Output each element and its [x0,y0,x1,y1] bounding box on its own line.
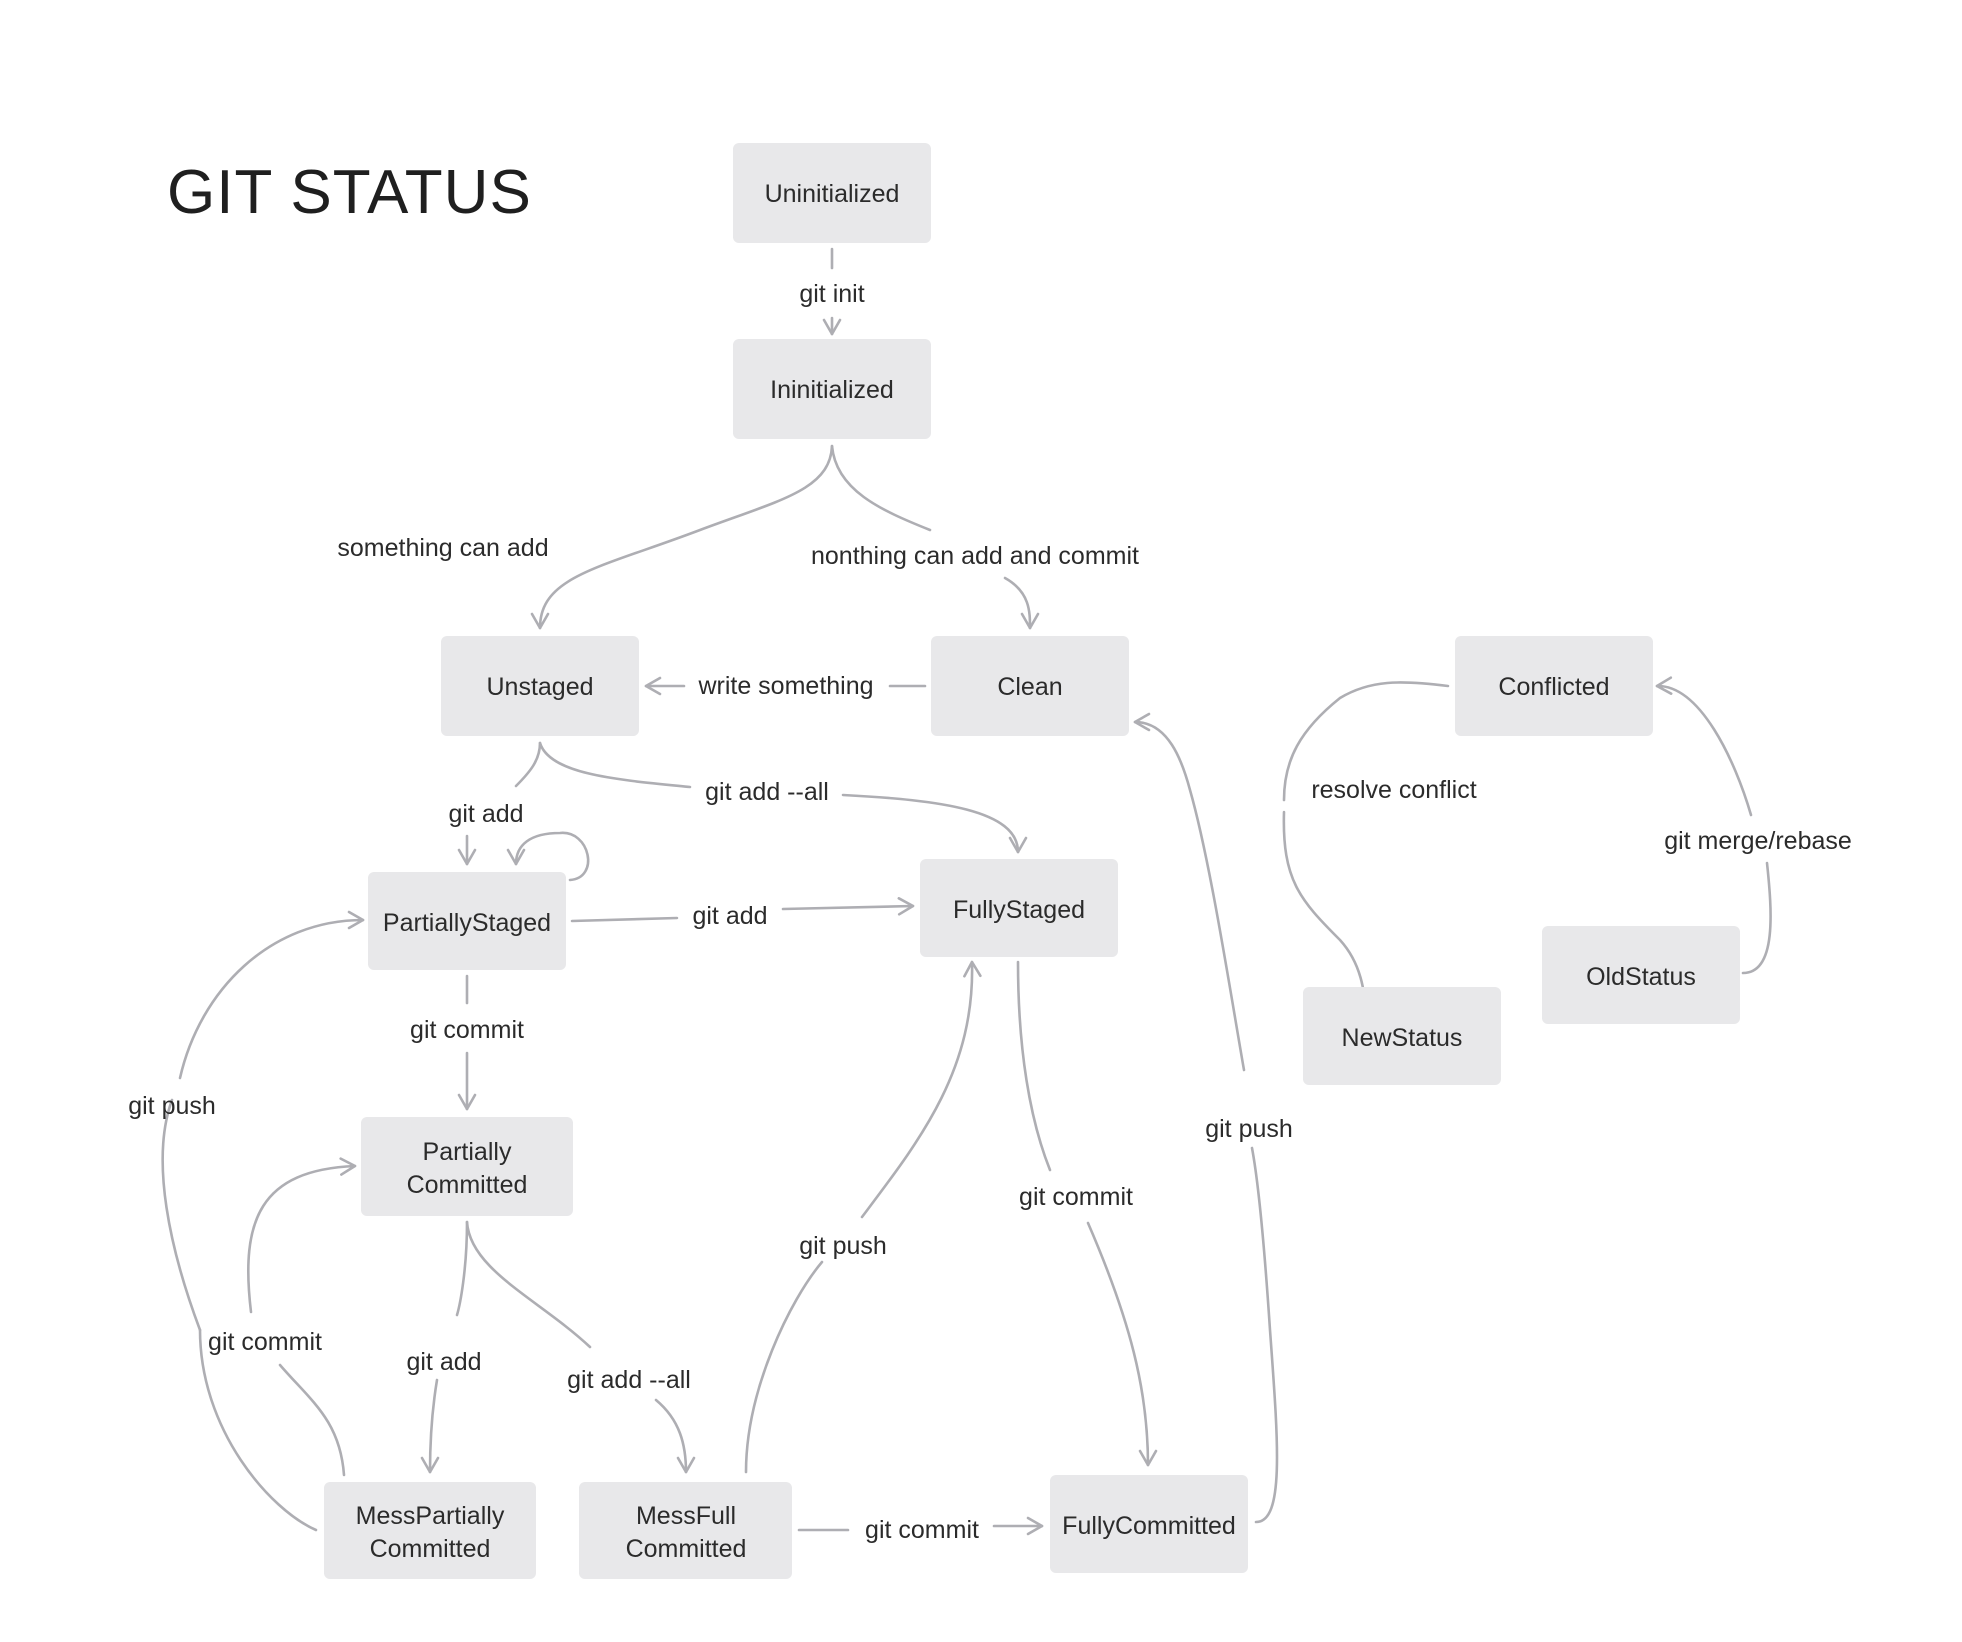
edges [161,247,1772,1536]
node-uninitialized-label: Uninitialized [765,180,900,208]
label-resolve-conflict: resolve conflict [1311,776,1476,804]
edge-git-add-all-pc [654,1398,696,1474]
label-something-can-add: something can add [337,534,548,562]
edge-git-add-all [841,793,1028,854]
label-write-something: write something [697,672,873,700]
node-unstaged-label: Unstaged [486,673,593,701]
node-clean: Clean [931,636,1129,736]
node-mess-full-committed-label-1: MessFull [636,1502,736,1530]
node-partially-committed-label-2: Committed [407,1171,528,1199]
edge-git-push-mid-bottom [744,1260,824,1474]
label-git-push-left: git push [128,1092,216,1120]
node-mess-full-committed: MessFull Committed [579,1482,792,1579]
edge-git-push-left-mid [161,1098,202,1332]
node-partially-staged-label: PartiallyStaged [383,909,551,937]
node-mess-full-committed-label-2: Committed [626,1535,747,1563]
edge-something-can-add [530,444,834,630]
edge-git-push-mid [860,960,982,1219]
edge-git-add-partial-left [570,916,679,923]
label-git-commit-partial: git commit [410,1016,524,1044]
node-clean-label: Clean [997,673,1062,701]
node-new-status-label: NewStatus [1342,1024,1463,1052]
edge-git-merge-rebase-bottom [1741,861,1772,975]
node-partially-committed: Partially Committed [361,1117,573,1216]
edge-git-commit-loop-top [247,1157,357,1314]
edge-git-commit-loop [278,1363,346,1477]
edge-git-add-partial [781,897,915,916]
node-mess-partially-committed-label-1: MessPartially [356,1502,505,1530]
node-old-status: OldStatus [1542,926,1740,1024]
label-git-merge-rebase: git merge/rebase [1664,827,1852,855]
node-mess-partially-committed: MessPartially Committed [324,1482,536,1579]
edge-git-commit-full-top [1016,960,1052,1172]
edge-git-merge-rebase [1655,676,1753,817]
node-conflicted-label: Conflicted [1498,673,1609,701]
label-git-add-unstaged: git add [448,800,523,828]
label-git-commit-bottom: git commit [865,1516,979,1544]
edge-labels: git init something can add nonthing can … [128,280,1852,1544]
node-uninitialized: Uninitialized [733,143,931,243]
edge-git-push-right [1133,712,1246,1072]
edge-git-push-right-bottom [1250,1146,1279,1524]
edge-git-add-all-pc-top [465,1220,592,1349]
node-new-status: NewStatus [1303,987,1501,1085]
edge-partially-staged-loop [506,831,590,882]
label-git-add-pc: git add [406,1348,481,1376]
node-conflicted: Conflicted [1455,636,1653,736]
node-fully-staged-label: FullyStaged [953,896,1085,924]
node-ininitialized: Ininitialized [733,339,931,439]
edge-git-commit-full [1086,1221,1158,1467]
label-git-add-all-unstaged: git add --all [705,778,829,806]
label-git-push-mid: git push [799,1232,887,1260]
label-git-add-all-pc: git add --all [567,1366,691,1394]
label-git-commit-full: git commit [1019,1183,1133,1211]
node-fully-committed: FullyCommitted [1050,1475,1248,1573]
node-partially-committed-label-1: Partially [423,1138,512,1166]
node-fully-staged: FullyStaged [920,859,1118,957]
edge-nothing-can-add [1003,576,1040,630]
edge-nothing-can-add-top [830,444,932,532]
label-git-push-right: git push [1205,1115,1293,1143]
label-git-add-partial: git add [692,902,767,930]
node-partially-staged: PartiallyStaged [368,872,566,970]
node-old-status-label: OldStatus [1586,963,1696,991]
edge-git-push-left [178,910,365,1080]
edge-resolve-conflict-top [1282,681,1450,802]
node-mess-partially-committed-label-2: Committed [370,1535,491,1563]
edge-git-add-unstaged-top [514,741,542,788]
edge-git-add-pc-top [455,1220,469,1317]
label-git-commit-loop: git commit [208,1328,322,1356]
label-git-init: git init [799,280,864,308]
label-nothing-can-add: nonthing can add and commit [811,542,1139,570]
edge-git-add-pc [420,1378,440,1474]
edge-git-push-left-bottom [198,1328,318,1532]
diagram-title: GIT STATUS [167,158,532,227]
node-unstaged: Unstaged [441,636,639,736]
edge-git-add-all-left [538,741,692,789]
node-fully-committed-label: FullyCommitted [1062,1512,1236,1540]
node-ininitialized-label: Ininitialized [770,376,894,404]
